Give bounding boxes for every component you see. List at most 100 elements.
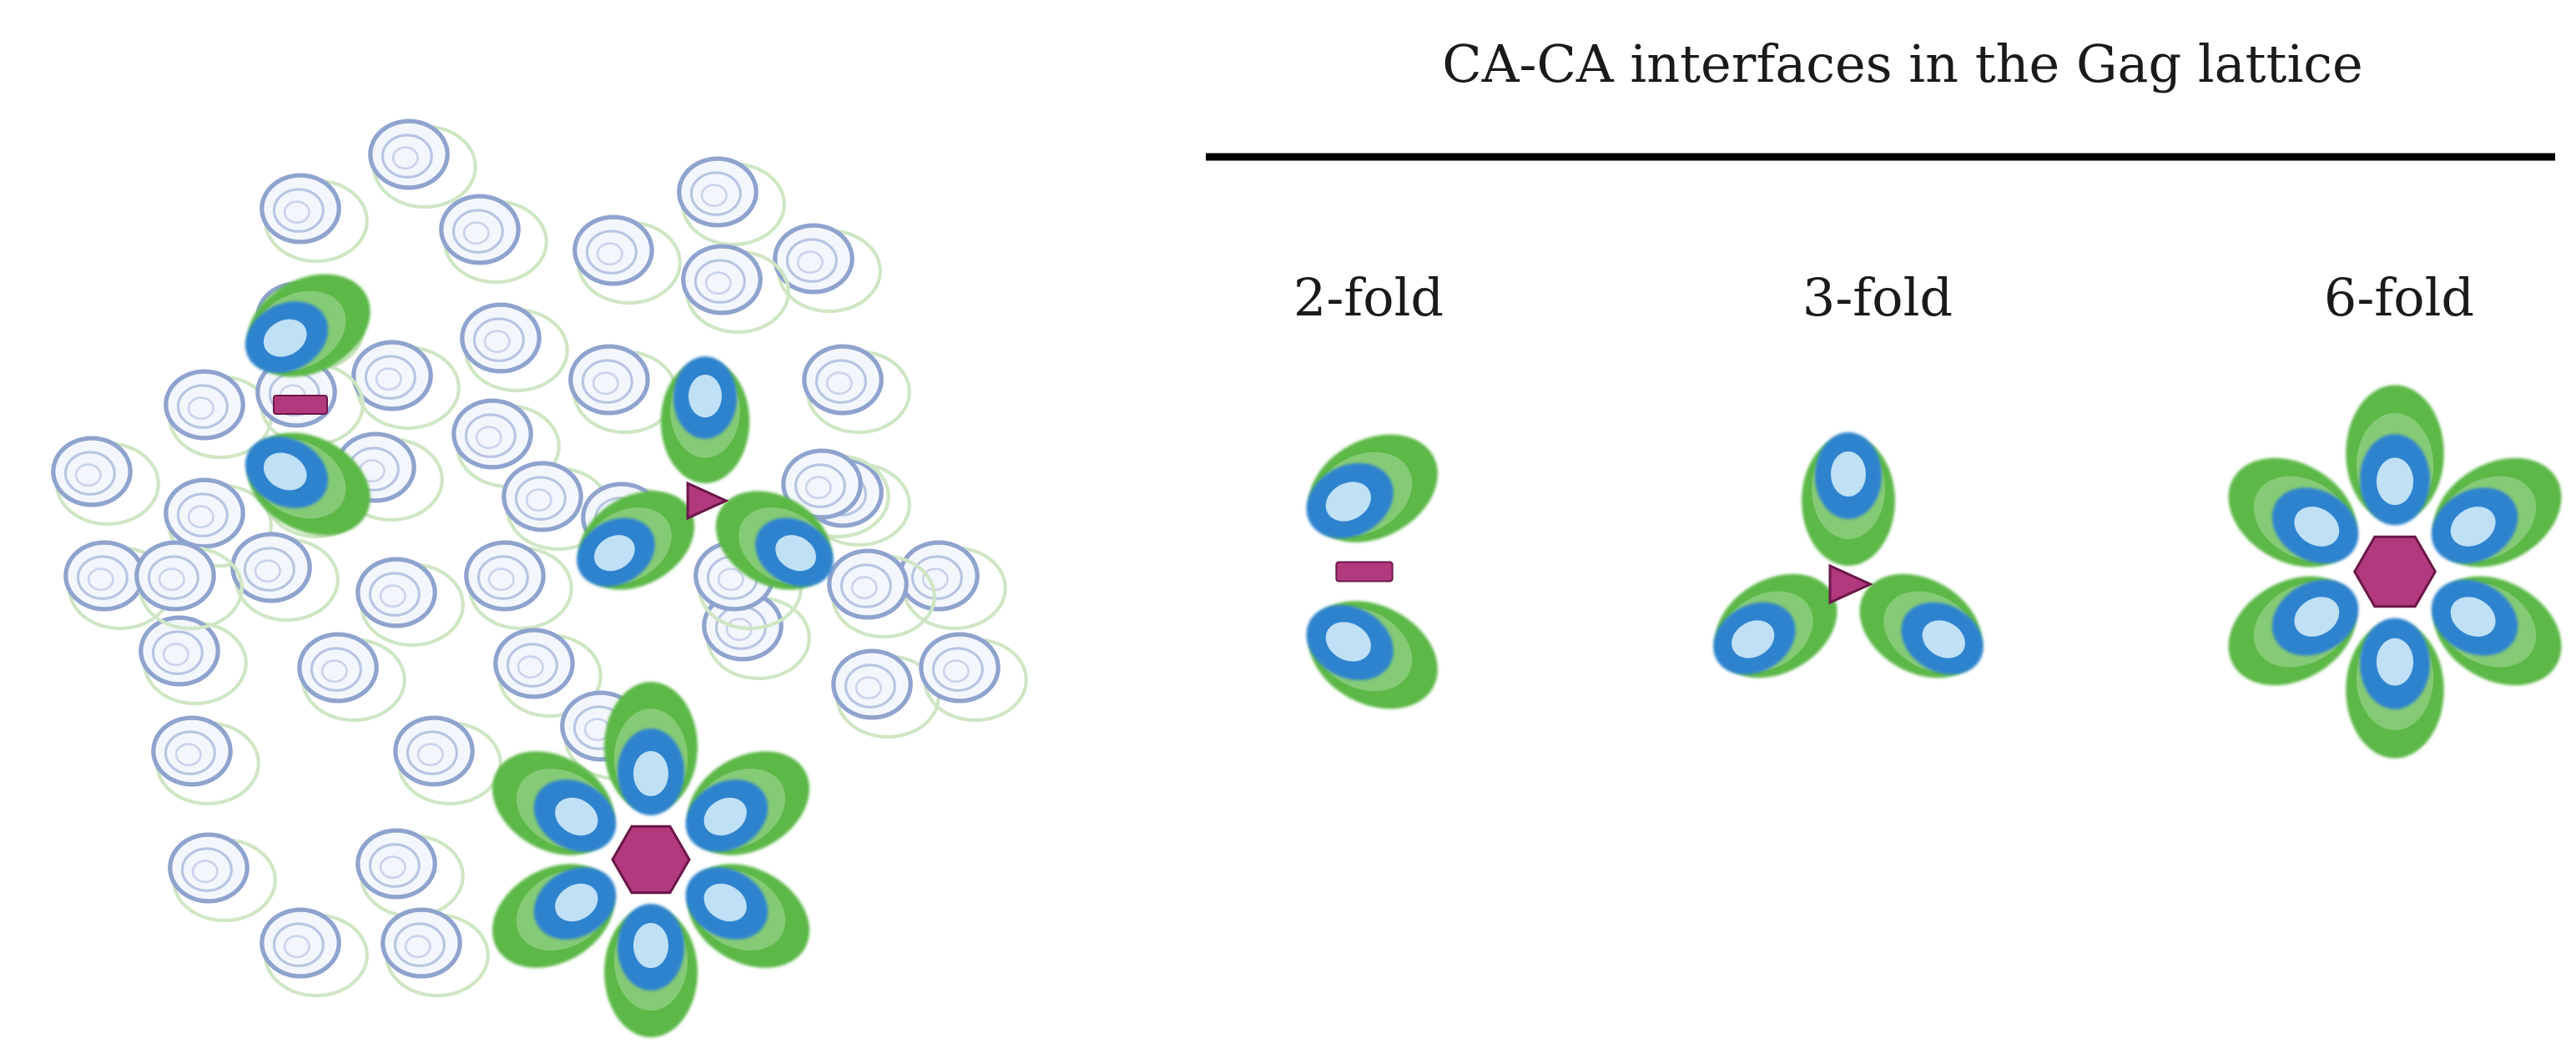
faded-inner-ring	[272, 188, 325, 233]
ctd-core	[263, 319, 307, 357]
hexamer-6fold-in-lattice	[492, 682, 810, 1037]
faded-inner-ring	[368, 572, 421, 617]
faded-core-ring	[825, 371, 853, 396]
ca-subunit	[2228, 576, 2359, 686]
faded-subunit	[134, 540, 244, 631]
faded-subunit	[164, 369, 273, 460]
ctd-core	[263, 452, 307, 491]
faded-subunit	[681, 244, 790, 335]
ctd-domain	[2271, 487, 2359, 564]
figure-title: CA-CA interfaces in the Gag lattice	[1442, 33, 2362, 94]
faded-core-ring	[416, 743, 444, 767]
faded-subunit	[460, 302, 569, 393]
ctd-core	[703, 883, 747, 922]
faded-core-ring	[283, 935, 310, 959]
faded-subunit	[168, 832, 277, 923]
faded-inner-ring	[272, 922, 325, 967]
interfaces-header: CA-CA interfaces in the Gag lattice	[1206, 33, 2555, 161]
faded-subunit	[919, 632, 1028, 723]
ctd-core	[775, 535, 816, 572]
faded-subunit	[439, 194, 548, 285]
faded-inner-ring	[514, 476, 567, 521]
faded-subunit	[493, 628, 602, 719]
faded-core-ring	[187, 505, 214, 529]
faded-core-ring	[487, 567, 515, 592]
faded-subunit	[164, 477, 273, 568]
ctd-core	[633, 923, 668, 968]
ctd-domain	[685, 867, 769, 940]
ctd-core	[2450, 597, 2496, 637]
faded-core-ring	[379, 855, 406, 880]
faded-subunit	[898, 540, 1007, 631]
trimer-3fold-in-lattice	[577, 356, 834, 590]
faded-inner-ring	[180, 847, 233, 892]
faded-core-ring	[704, 271, 732, 295]
ctd-domain	[533, 779, 617, 852]
faded-inner-ring	[151, 630, 204, 675]
ctd-core	[2294, 507, 2340, 547]
faded-subunit	[451, 398, 561, 489]
sixfold-marker	[611, 825, 691, 895]
ctd-core	[594, 535, 635, 572]
ca-subunit	[492, 864, 617, 968]
faded-subunit	[368, 119, 477, 209]
faded-subunit	[355, 828, 465, 919]
ca-subunit	[685, 751, 810, 855]
ctd-core	[555, 883, 598, 922]
faded-inner-ring	[472, 317, 525, 362]
faded-core-ring	[379, 584, 406, 608]
ca-subunit	[604, 682, 698, 815]
faded-core-ring	[174, 743, 202, 767]
faded-inner-ring	[164, 730, 216, 775]
ctd-domain	[673, 356, 738, 439]
faded-subunit	[230, 532, 340, 623]
ctd-core	[1831, 451, 1866, 497]
faded-lattice	[51, 119, 1028, 998]
faded-subunit	[393, 715, 502, 806]
ca-subunit	[2346, 618, 2444, 759]
faded-subunit	[827, 548, 936, 639]
ctd-core	[2376, 638, 2414, 686]
faded-inner-ring	[393, 922, 446, 967]
faded-core-ring	[717, 567, 744, 592]
ctd-core	[2376, 457, 2414, 506]
faded-core-ring	[391, 146, 419, 170]
faded-core-ring	[158, 567, 185, 592]
faded-subunit	[802, 344, 911, 435]
faded-subunit	[139, 615, 248, 706]
faded-core-ring	[942, 659, 970, 683]
faded-inner-ring	[451, 209, 504, 254]
faded-subunit	[355, 557, 465, 648]
ctd-core	[1325, 622, 1371, 662]
ctd-core	[703, 797, 747, 836]
ca-subunit	[2431, 576, 2562, 686]
threefold-marker	[1828, 563, 1874, 605]
faded-subunit	[260, 173, 369, 264]
ctd-core	[1325, 482, 1371, 522]
faded-inner-ring	[176, 384, 229, 429]
ctd-core	[555, 797, 598, 836]
faded-core-ring	[796, 250, 824, 275]
ca-subunit	[2431, 457, 2562, 567]
ca-subunit	[1306, 601, 1438, 709]
ca-subunit	[492, 751, 617, 855]
ctd-core	[2294, 597, 2340, 637]
ca-subunit	[660, 356, 750, 484]
faded-core-ring	[483, 330, 511, 354]
faded-inner-ring	[381, 134, 433, 179]
ca-subunit	[1306, 434, 1438, 542]
ca-subunit	[2346, 385, 2444, 526]
ca-subunit	[244, 432, 371, 536]
faded-core-ring	[191, 860, 219, 884]
faded-inner-ring	[844, 663, 896, 709]
faded-subunit	[773, 223, 882, 314]
faded-core-ring	[162, 643, 189, 667]
faded-subunit	[831, 648, 940, 739]
faded-inner-ring	[476, 555, 529, 600]
faded-core-ring	[592, 371, 619, 396]
faded-inner-ring	[506, 643, 558, 688]
faded-inner-ring	[585, 229, 638, 275]
ctd-domain	[1306, 604, 1394, 681]
ca-subunit	[1802, 432, 1895, 566]
